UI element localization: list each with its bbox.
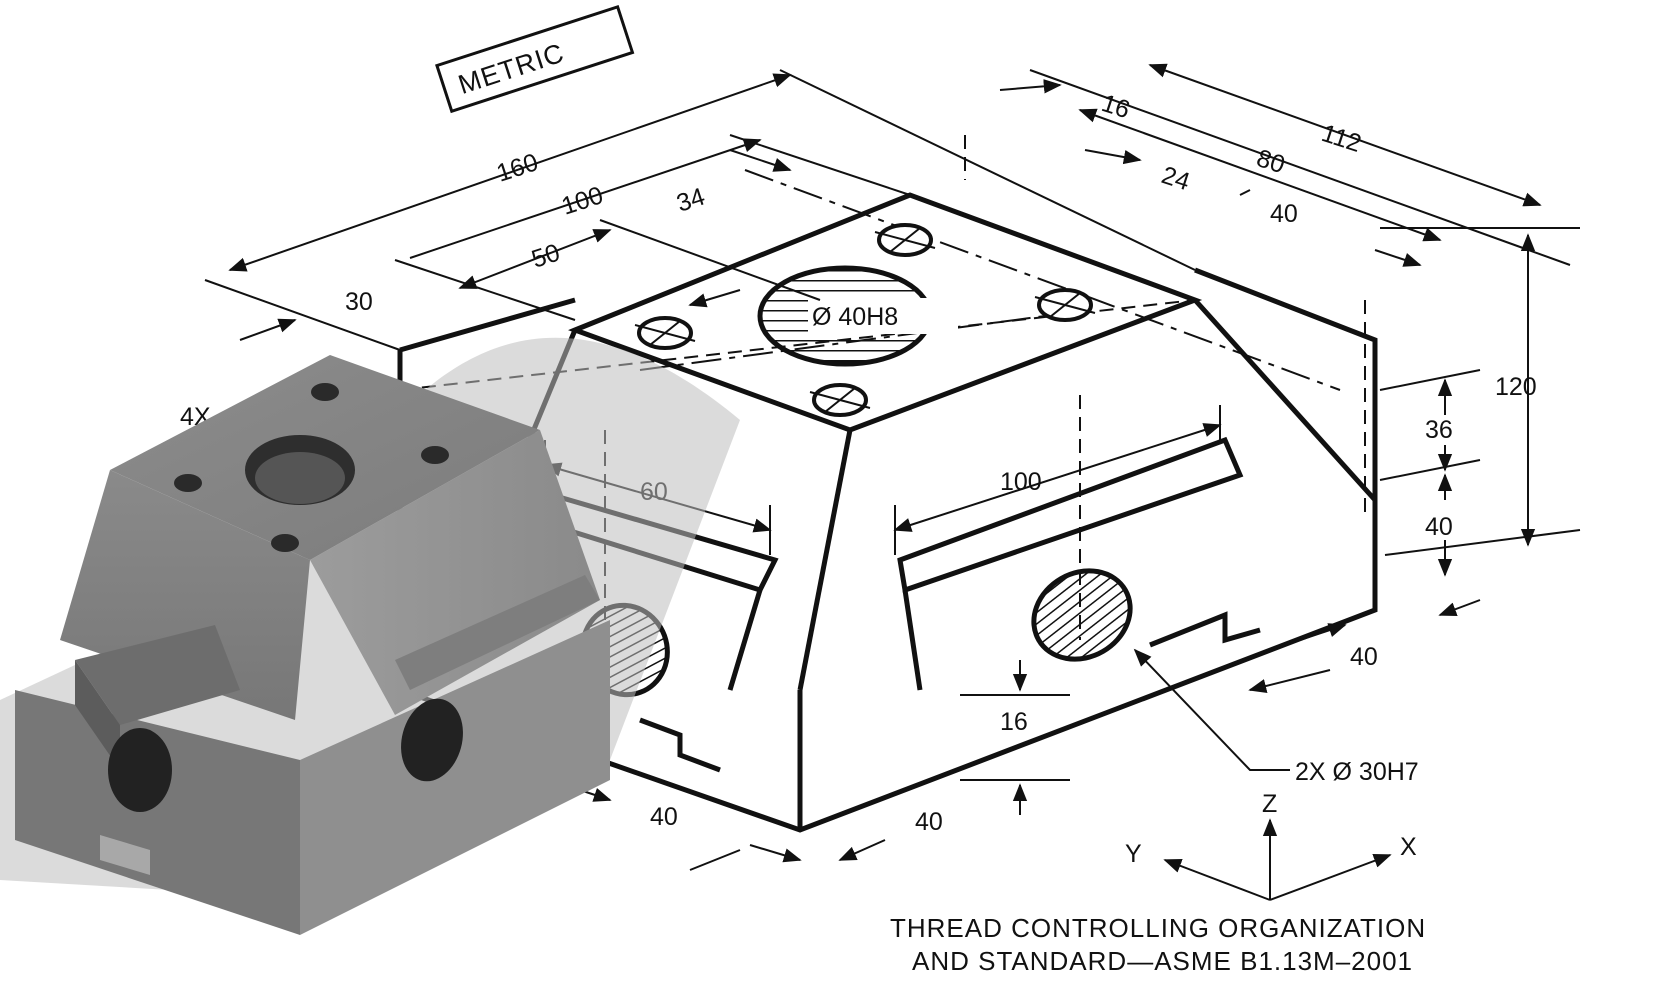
dim-40-bottom-left: 40 [650, 803, 678, 831]
four-holes [634, 223, 1096, 417]
axis-triad [1163, 818, 1392, 901]
bore-40h8 [757, 265, 958, 367]
side-hole-right [1031, 568, 1133, 662]
shaded-3d-render [0, 337, 740, 935]
side-holes-callout: 2X Ø 30H7 [1295, 758, 1419, 786]
footer-line-2: AND STANDARD—ASME B1.13M–2001 [912, 946, 1413, 976]
dim-120: 120 [1495, 373, 1537, 401]
dim-112: 112 [1318, 119, 1365, 158]
dim-50: 50 [528, 238, 563, 273]
dimension-lines [204, 63, 1581, 871]
dim-16-lower: 16 [1000, 708, 1028, 736]
dim-100-lower: 100 [1000, 468, 1042, 496]
dim-160: 160 [493, 148, 541, 188]
dim-30: 30 [345, 288, 373, 316]
axis-z-label: Z [1262, 790, 1277, 818]
dim-40-right: 40 [1425, 513, 1453, 541]
dim-40-bottom-right: 40 [915, 808, 943, 836]
dim-100-top: 100 [558, 181, 606, 221]
footer-line-1: THREAD CONTROLLING ORGANIZATION [890, 913, 1426, 943]
dim-34: 34 [673, 182, 708, 217]
axis-y-label: Y [1125, 840, 1142, 868]
dim-40-base-right: 40 [1350, 643, 1378, 671]
dim-36: 36 [1425, 416, 1453, 444]
dim-24: 24 [1158, 161, 1193, 196]
axis-x-label: X [1400, 833, 1417, 861]
metric-stamp: METRIC [435, 4, 635, 114]
dim-40-top: 40 [1270, 200, 1298, 228]
bore-callout-label: Ø 40H8 [812, 303, 898, 331]
